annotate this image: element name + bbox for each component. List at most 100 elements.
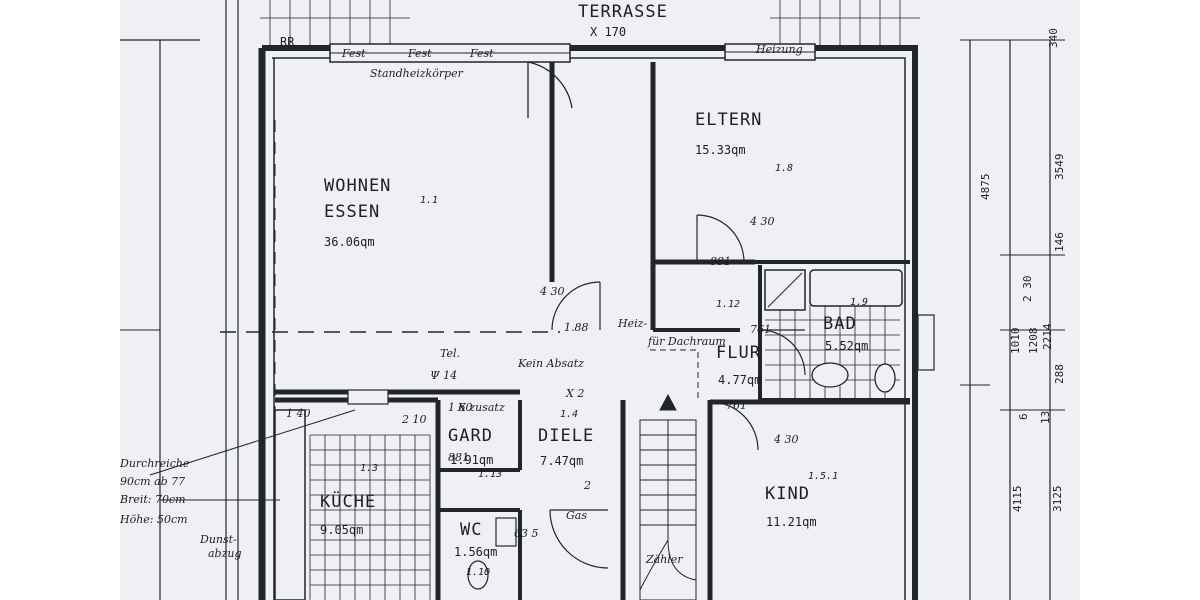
door-swing-living: [551, 281, 601, 331]
code-label: 2: [584, 479, 591, 492]
toilet-wc: [467, 560, 489, 590]
annotation-durchreiche-height: Höhe: 50cm: [120, 513, 188, 526]
room-number-flur: 1.12: [716, 299, 741, 310]
outer-wall: [262, 45, 918, 600]
code-label: 4 30: [774, 433, 799, 446]
room-number-kind: 1.5.1: [808, 471, 839, 482]
dimension-label: 13: [1039, 410, 1052, 424]
code-label: 1.88: [564, 321, 589, 334]
dimension-label: 4115: [1011, 485, 1024, 513]
annotation-fuer-dachraum: für Dachraum: [648, 335, 726, 348]
staircase: [639, 419, 697, 600]
terrace-tiles: [260, 0, 920, 48]
room-area-flur: 4.77qm: [718, 373, 762, 387]
stair-arrow: [659, 393, 677, 411]
kitchen-counter: [274, 409, 306, 600]
annotation-heiz: Heiz-: [618, 317, 648, 330]
code-label: 881: [710, 255, 731, 268]
window-label-fest: Fest: [342, 47, 366, 60]
room-name-wohnen: WOHNEN: [324, 176, 392, 196]
dimension-label: 6: [1017, 413, 1030, 420]
dimension-label: 1010: [1009, 327, 1022, 355]
terrace-marker: X 170: [590, 25, 627, 39]
room-name-gard: GARD: [448, 426, 493, 446]
annotation-durchreiche-pos: 90cm ab 77: [120, 475, 186, 488]
window-label-heizung: Heizung: [756, 43, 803, 56]
annotation-durchreiche: Durchreiche: [120, 457, 190, 470]
room-name-diele: DIELE: [538, 426, 595, 446]
room-name-kueche: KÜCHE: [320, 492, 377, 512]
annotation-gas: Gas: [566, 509, 587, 522]
dimension-label: 4875: [979, 173, 992, 201]
room-number-wc: 1.10: [466, 567, 491, 578]
annotation-durchreiche-width: Breit: 70cm: [120, 493, 186, 506]
code-label: 4 30: [750, 215, 775, 228]
code-label: 761: [726, 399, 747, 412]
code-label: 1 40: [286, 407, 311, 420]
window-label-fest: Fest: [470, 47, 494, 60]
top-left-code: RR: [280, 35, 295, 49]
wash-basin: [811, 362, 849, 388]
annotation-x-zusatz: X zusatz: [458, 401, 505, 414]
code-label: 761: [750, 323, 771, 336]
room-area-eltern: 15.33qm: [695, 143, 746, 157]
room-area-wc: 1.56qm: [454, 545, 498, 559]
room-name-bad: BAD: [823, 314, 857, 334]
code-label: Ψ 14: [430, 369, 458, 382]
bad-window: [917, 314, 935, 371]
kitchen-pass-through: [347, 389, 389, 405]
dimension-label: 2214: [1041, 323, 1054, 351]
dimension-label: 340: [1047, 28, 1060, 48]
dimension-label: 288: [1053, 364, 1066, 384]
room-area-diele: 7.47qm: [540, 454, 584, 468]
room-number-bad: 1.9: [850, 297, 869, 308]
door-swing-eltern: [696, 214, 745, 263]
code-label: 63 5: [514, 527, 539, 540]
annotation-leader: [149, 409, 356, 476]
kitchen-tiles: [309, 434, 431, 600]
door-swing-kind: [709, 401, 759, 451]
floor-plan-sheet: TERRASSE X 170 RR Fest Fest Fest Heizung…: [120, 0, 1080, 600]
room-area-wohnen: 36.06qm: [324, 235, 375, 249]
door-swing-flur: [650, 349, 699, 400]
code-label: 4 30: [540, 285, 565, 298]
room-area-kind: 11.21qm: [766, 515, 817, 529]
code-label: 881: [448, 451, 469, 464]
dimension-label: 146: [1053, 232, 1066, 252]
room-number-kueche: 1.3: [360, 463, 379, 474]
floor-plan-drawing: [120, 0, 1065, 600]
terrace-door-swing: [527, 61, 573, 118]
door-swing-entry: [549, 509, 609, 569]
room-number-diele: 1.4: [560, 409, 579, 420]
room-number-gard: 1.13: [478, 469, 503, 480]
dimension-label: 3125: [1051, 485, 1064, 513]
room-name-flur: FLUR: [716, 343, 761, 363]
door-swing-bad: [759, 329, 806, 376]
annotation-zaehler: Zähler: [646, 553, 683, 566]
room-number-wohnen: 1.1: [420, 195, 439, 206]
annotation-dunstabzug-2: abzug: [208, 547, 242, 560]
room-name-kind: KIND: [765, 484, 810, 504]
code-label: 2 10: [402, 413, 427, 426]
radiator-label: Standheizkörper: [370, 67, 463, 80]
dimension-label: 3549: [1053, 153, 1066, 181]
room-name-eltern: ELTERN: [695, 110, 763, 130]
room-number-eltern: 1.8: [775, 163, 794, 174]
annotation-dunstabzug: Dunst-: [200, 533, 237, 546]
code-label: 1 60: [448, 401, 473, 414]
room-name-essen: ESSEN: [324, 202, 381, 222]
wc-basin: [495, 517, 517, 547]
toilet-bad: [874, 363, 896, 393]
terrace-label: TERRASSE: [578, 2, 668, 22]
window-label-fest: Fest: [408, 47, 432, 60]
dimension-label: 1208: [1027, 327, 1040, 355]
room-area-gard: 1.91qm: [450, 453, 494, 467]
annotation-tel: Tel.: [440, 347, 461, 360]
room-name-wc: WC: [460, 520, 483, 540]
room-area-kueche: 9.05qm: [320, 523, 364, 537]
dimension-label: 2 30: [1021, 275, 1034, 303]
bathtub: [809, 269, 903, 307]
annotation-kein-absatz: Kein Absatz: [518, 357, 584, 370]
room-area-bad: 5.52qm: [825, 339, 869, 353]
code-label: X 2: [566, 387, 585, 400]
